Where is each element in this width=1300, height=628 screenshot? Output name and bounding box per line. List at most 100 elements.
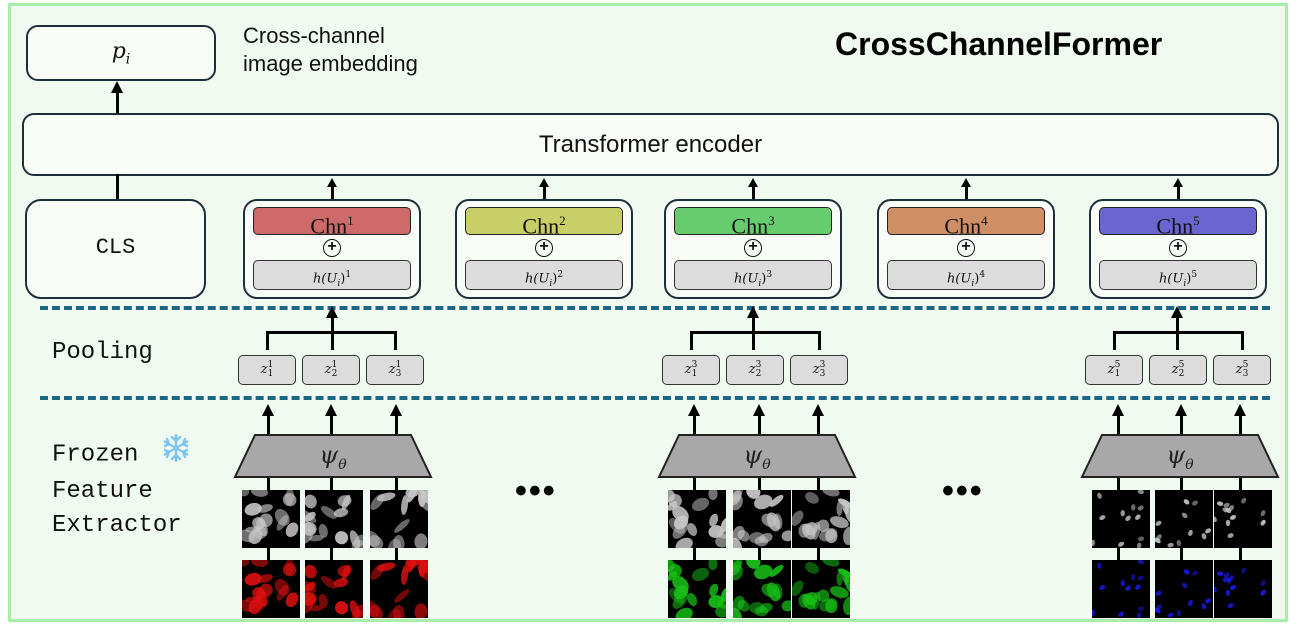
pooled-feature-channel: 5 [1178, 359, 1185, 370]
channel-embedding-band: h(Ui)3 [674, 260, 832, 290]
colored-cell-image [1211, 560, 1272, 618]
extractor-output-arrow-shaft [330, 414, 333, 434]
divider-top [40, 306, 1270, 310]
channel-identity-band: Chn4 [887, 207, 1045, 239]
pooled-feature-channel: 1 [395, 359, 402, 370]
pooled-feature-index: 2 [331, 368, 338, 379]
extractor-psi: ψ [1166, 441, 1186, 469]
extractor-label: Frozen Feature Extractor [52, 433, 191, 543]
extractor-output-arrow-head [262, 404, 274, 416]
channel-3-arrow-shaft [752, 184, 755, 200]
grayscale-cell-image [790, 486, 856, 548]
embedding-func: h(U [312, 271, 338, 287]
add-operator-icon: + [323, 239, 341, 257]
pooled-feature-channel: 3 [755, 359, 762, 370]
arrow-encoder-to-output-shaft [116, 92, 119, 114]
add-operator-icon: + [744, 239, 762, 257]
channel-1-arrow-shaft [331, 184, 334, 200]
embedding-sub: i [971, 278, 975, 289]
output-symbol: pi [28, 39, 214, 67]
pooled-feature-channel: 3 [691, 359, 698, 370]
embedding-close-paren: ) [1186, 271, 1192, 287]
channel-identity-band: Chn1 [253, 207, 411, 238]
colored-cell-image [363, 554, 436, 626]
extractor-theta: θ [762, 456, 771, 473]
pooled-feature-index: 2 [755, 368, 762, 379]
channel-5-arrow-shaft [1177, 184, 1180, 200]
extractor-psi: ψ [743, 441, 763, 469]
pooling-arrow-head [1171, 306, 1183, 318]
pooling-label: Pooling [52, 339, 153, 366]
pooling-arrow-head [747, 306, 759, 318]
extractor-output-arrow-shaft [1180, 414, 1183, 434]
pooled-feature-symbol: z [260, 362, 268, 377]
channel-token-box: Chn1 + h(Ui) 1 [243, 199, 421, 299]
extractor-psi: ψ [319, 441, 339, 469]
extractor-output-arrow-head [812, 404, 824, 416]
cls-connector [116, 174, 119, 201]
channel-index: 1 [347, 213, 354, 228]
extractor-output-arrow-shaft [267, 414, 270, 434]
channel-name: Chn [944, 213, 982, 239]
pooled-feature-symbol: z [1235, 362, 1243, 377]
image-input-line [267, 478, 270, 618]
pooled-feature-symbol: z [1171, 362, 1179, 377]
output-caption-line2: image embedding [243, 51, 418, 76]
pooled-feature-channel: 1 [331, 359, 338, 370]
channel-token-box: Chn5 + h(Ui)5 [1089, 199, 1267, 299]
diagram-title: CrossChannelFormer [835, 26, 1163, 62]
extractor-output-arrow-head [688, 404, 700, 416]
grayscale-cell-image [298, 490, 368, 552]
pooling-bracket-left [1113, 331, 1116, 350]
divider-bottom [40, 396, 1270, 400]
pooling-arrow-shaft [752, 314, 755, 350]
grayscale-cell-image [1211, 490, 1272, 548]
pooled-feature-symbol: z [1107, 362, 1115, 377]
arrow-encoder-to-output-head [111, 81, 123, 93]
ellipsis-1: ••• [515, 472, 557, 510]
pooling-bracket-left [690, 331, 693, 350]
output-symbol-p: p [111, 39, 126, 64]
embedding-func: h(U [1158, 271, 1184, 287]
embedding-close-paren: ) [340, 271, 346, 287]
pooled-feature-symbol: z [748, 362, 756, 377]
transformer-encoder-box: Transformer encoder [22, 113, 1279, 176]
extractor-output-arrow-head [753, 404, 765, 416]
pooled-feature-symbol: z [324, 362, 332, 377]
channel-2-arrow-head [538, 178, 549, 187]
channel-name: Chn [522, 213, 560, 239]
channel-token-box: Chn2 + h(Ui)2 [455, 199, 633, 299]
embedding-func: h(U [946, 271, 972, 287]
channel-embedding-band: h(Ui)5 [1099, 260, 1257, 290]
image-input-line [395, 478, 398, 618]
add-operator-icon: + [957, 239, 975, 257]
output-caption-line1: Cross-channel [243, 23, 385, 48]
feature-extractor-trapezoid [657, 434, 857, 478]
pooled-feature-index: 1 [1114, 368, 1121, 379]
channel-4-arrow-head [960, 178, 971, 187]
extractor-output-arrow-shaft [1117, 414, 1120, 434]
embedding-sub: i [337, 278, 341, 289]
embedding-sub: i [549, 278, 553, 289]
channel-5-arrow-head [1172, 178, 1183, 187]
pooled-feature-channel: 3 [819, 359, 826, 370]
pooled-feature-channel: 5 [1114, 359, 1121, 370]
extractor-output-arrow-shaft [395, 414, 398, 434]
pooling-bracket [690, 331, 820, 334]
embedding-close-paren: ) [974, 271, 980, 287]
image-input-line [817, 478, 820, 618]
colored-cell-image [236, 554, 300, 618]
grayscale-cell-image [662, 487, 731, 553]
extractor-label-frozen: Frozen [52, 441, 139, 469]
image-input-line [1180, 478, 1183, 618]
colored-cell-image [727, 553, 795, 624]
extractor-output-arrow-head [1112, 404, 1124, 416]
cls-label: CLS [95, 235, 136, 260]
ellipsis-2: ••• [942, 472, 984, 510]
grayscale-cell-image [727, 483, 795, 554]
extractor-output-arrow-shaft [758, 414, 761, 434]
